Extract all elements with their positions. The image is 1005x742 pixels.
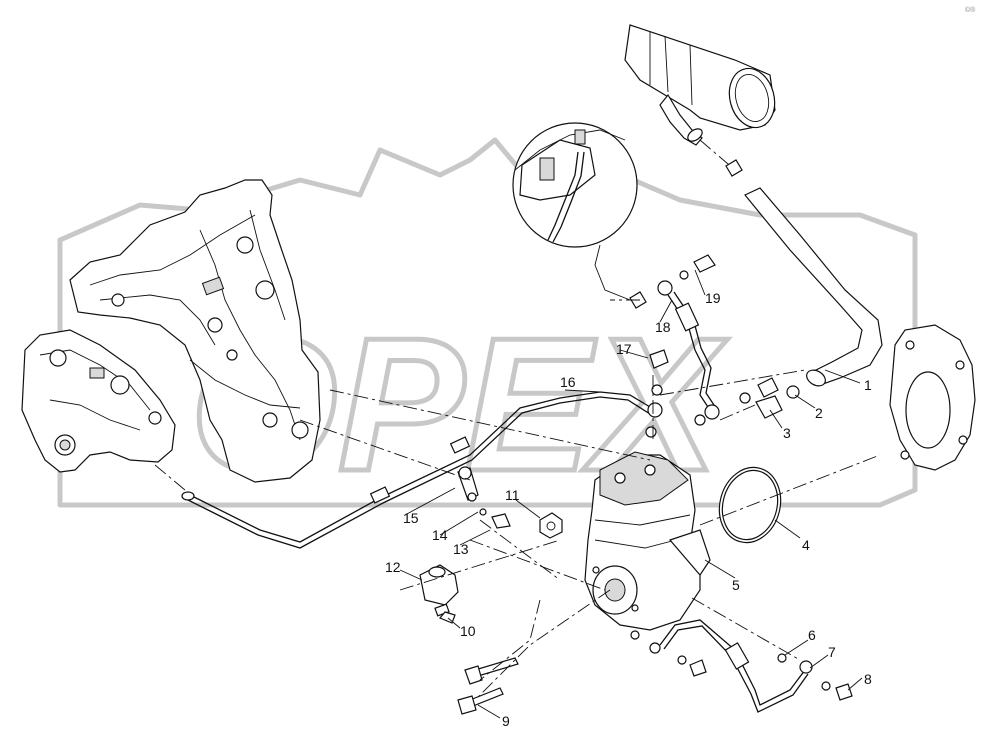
callout-12: 12 xyxy=(385,559,401,575)
callout-15: 15 xyxy=(403,510,419,526)
callout-6: 6 xyxy=(808,627,816,643)
o-ring-4 xyxy=(718,466,782,544)
oil-pipe-18 xyxy=(629,254,720,426)
return-pipe-7 xyxy=(630,619,853,713)
intake-hose xyxy=(744,187,883,387)
front-housing xyxy=(21,329,176,473)
callout-9: 9 xyxy=(502,713,510,729)
callout-11: 11 xyxy=(505,487,520,503)
assembly-lines xyxy=(154,299,881,701)
fittings-2-3 xyxy=(739,377,800,419)
callout-13: 13 xyxy=(453,541,469,557)
bracket-15 xyxy=(457,466,511,529)
elbow-12 xyxy=(419,564,459,617)
callout-14: 14 xyxy=(432,527,448,543)
flange-plate xyxy=(889,324,976,471)
callout-10: 10 xyxy=(460,623,476,639)
callout-3: 3 xyxy=(783,425,791,441)
oil-pipe-16 xyxy=(181,391,663,549)
callout-4: 4 xyxy=(802,537,810,553)
leader-lines xyxy=(399,269,863,719)
callout-numbers: 1 2 3 4 5 6 7 8 9 10 11 12 13 14 15 16 1… xyxy=(385,290,872,729)
callout-19: 19 xyxy=(705,290,721,306)
engine-block xyxy=(69,179,321,483)
callout-18: 18 xyxy=(655,319,671,335)
bolts-9-10 xyxy=(439,611,519,715)
intake-pipe xyxy=(624,24,776,177)
callout-1: 1 xyxy=(864,377,872,393)
callout-8: 8 xyxy=(864,671,872,687)
callout-7: 7 xyxy=(828,644,836,660)
callout-16: 16 xyxy=(560,374,576,390)
banjo-bolt-17 xyxy=(645,349,669,438)
callout-2: 2 xyxy=(815,405,823,421)
detail-view xyxy=(512,122,638,301)
nut-11 xyxy=(539,512,563,539)
callout-5: 5 xyxy=(732,577,740,593)
callout-17: 17 xyxy=(616,341,632,357)
corner-mark: ©® xyxy=(965,6,976,14)
